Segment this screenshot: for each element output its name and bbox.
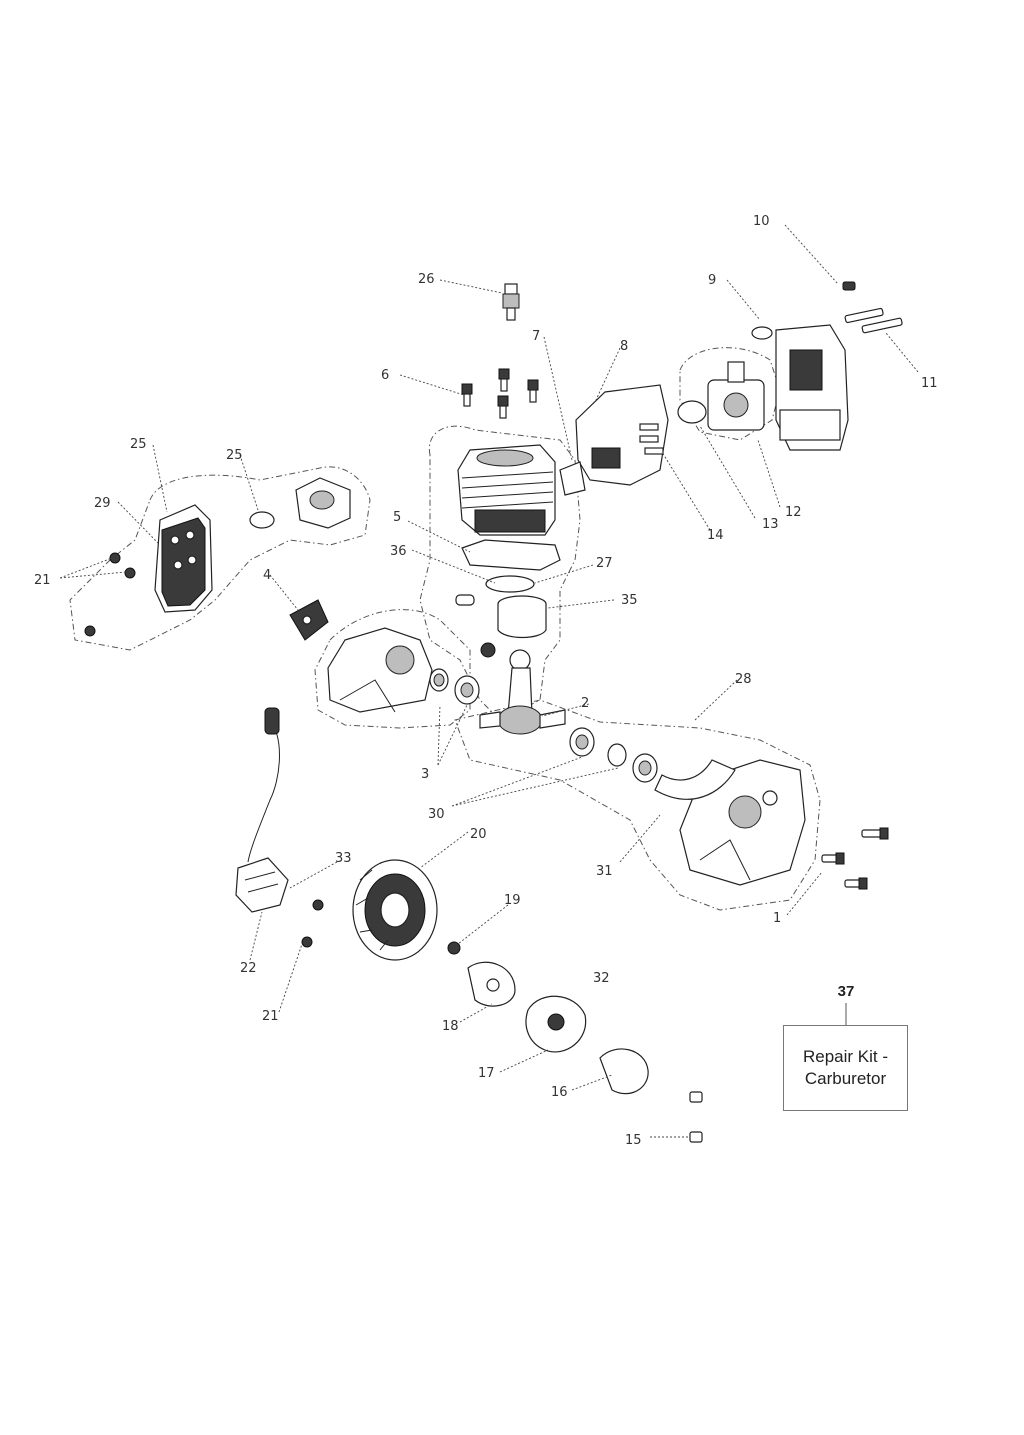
callout-31: 30 [428,807,445,822]
cylinder [457,444,556,536]
crankcase-left-outline [314,609,471,729]
flywheel [352,859,438,961]
callout-1: 1 [773,911,781,926]
intake-gasket [559,461,586,496]
carb-screws [639,423,664,455]
callout-25: 25 [226,448,243,463]
leader-lines [59,224,919,1138]
clutch [525,995,587,1053]
carb-group-outline [679,347,781,441]
callout-14: 14 [707,528,724,543]
muffler-nuts [84,552,136,637]
callout-7: 7 [532,329,540,344]
flywheel-nut [447,941,461,955]
exhaust-gasket [249,511,275,529]
intake-flange [295,477,351,529]
callout-5: 5 [393,510,401,525]
repair-kit-label: Repair Kit - Carburetor [802,1047,889,1088]
cylinder-gasket [461,539,561,571]
callout-11: 11 [921,376,938,391]
callout-19: 19 [504,893,521,908]
heat-shield [289,599,329,641]
repair-kit-box: Repair Kit - Carburetor [783,1025,908,1111]
cylinder-screws [461,368,539,419]
callout-15: 15 [625,1133,642,1148]
carb-gasket [677,400,707,424]
crankcase-left [327,627,433,713]
cylinder-group-outline [419,425,581,721]
callout-4: 4 [263,568,271,583]
callout-29: 27 [596,556,613,571]
small-bearing [480,642,496,658]
ignition-screws [301,899,324,948]
callout-3: 3 [421,767,429,782]
callout-16: 16 [551,1085,568,1100]
air-filter-housing [751,324,849,451]
carburetor [707,361,765,431]
callout-32: 31 [596,864,613,879]
filter-screw [842,281,856,291]
callout-20: 20 [470,827,487,842]
crankcase-screws [821,827,889,890]
callout-2: 2 [581,696,589,711]
callout-10: 10 [753,214,770,229]
callout-6: 6 [381,368,389,383]
callout-22: 22 [240,961,257,976]
callout-9: 9 [708,273,716,288]
cover-screws [689,1091,703,1143]
piston-ring [485,575,535,593]
muffler [154,504,213,613]
crankcase-gasket [654,759,736,800]
callout-13: 13 [762,517,779,532]
crank-bearings [429,668,658,783]
crankcase-right-outline [454,699,821,911]
callout-12: 12 [785,505,802,520]
callout-21-top: 21 [34,573,51,588]
piston [497,595,547,639]
callout-35: 35 [621,593,638,608]
filter-bolts [844,307,903,334]
callout-27: 26 [418,272,435,287]
spark-plug [502,283,520,321]
repair-kit-number: 37 [837,983,855,1000]
callout-21-bottom: 21 [262,1009,279,1024]
callout-36: 36 [390,544,407,559]
callout-34: 33 [335,851,352,866]
callout-28: 28 [735,672,752,687]
ignition-module [235,707,289,913]
piston-pin [455,594,475,606]
exhaust-group-outline [69,466,371,651]
callout-30: 29 [94,496,111,511]
clutch-cover [599,1048,649,1095]
callout-8: 8 [620,339,628,354]
intake-plate [575,384,669,486]
crankshaft [479,649,566,735]
callout-26: 25 [130,437,147,452]
callout-33: 32 [593,971,610,986]
callout-labels: 10 9 11 26 7 8 6 12 13 14 25 25 29 21 4 … [34,214,938,1148]
callout-17: 17 [478,1066,495,1081]
callout-18: 18 [442,1019,459,1034]
clutch-washer [467,961,516,1007]
